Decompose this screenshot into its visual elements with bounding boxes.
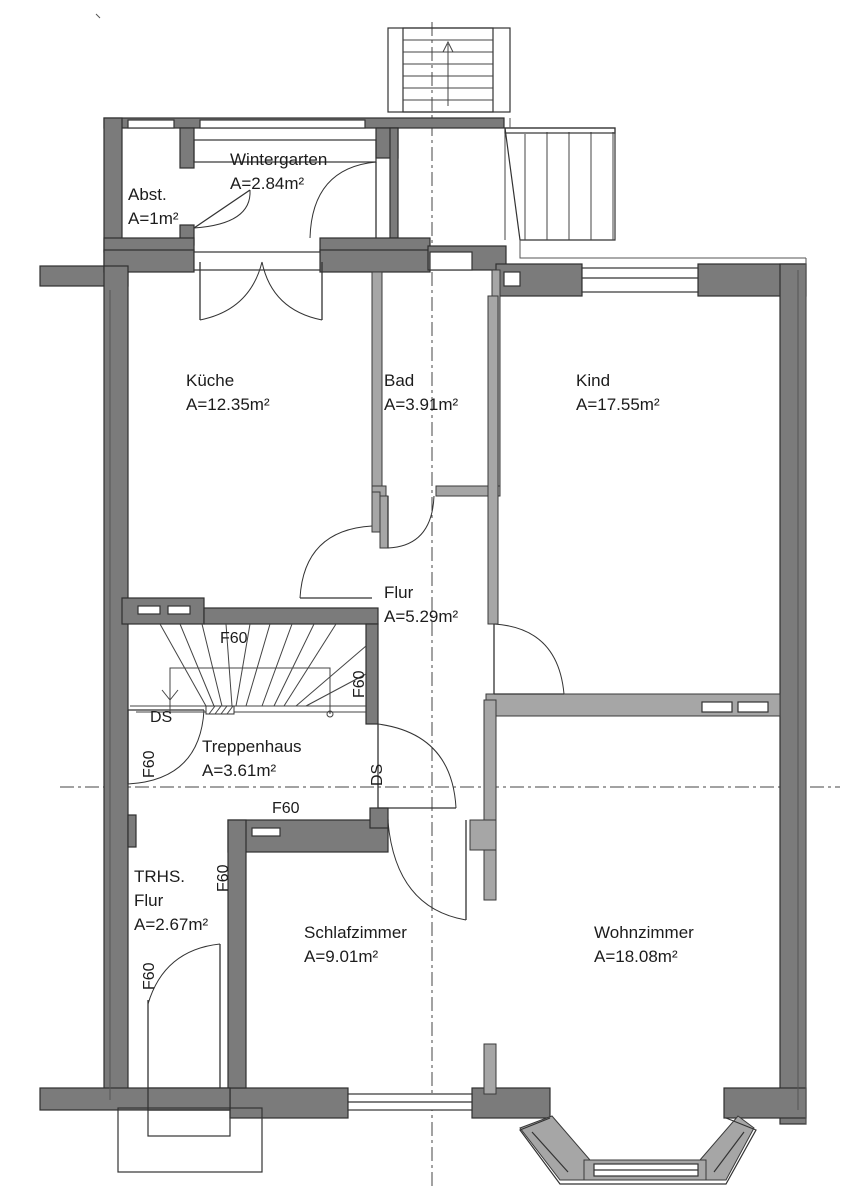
door-treppenhaus: [377, 723, 457, 809]
window-kind-bottom-2: [737, 701, 769, 713]
window-wintergarten: [199, 119, 366, 129]
label-bad: Bad: [384, 371, 414, 390]
door-treppenhaus-left: [127, 709, 205, 785]
entrance-porch: [117, 1107, 263, 1173]
door-trhs-entrance: [147, 943, 221, 1088]
area-flur: A=5.29m²: [384, 607, 459, 626]
area-kueche: A=12.35m²: [186, 395, 270, 414]
door-bad: [387, 495, 435, 549]
door-schlafzimmer: [387, 820, 467, 921]
f60-stair-right: F60: [351, 670, 368, 698]
window-abst: [127, 119, 175, 129]
door-abst: [193, 189, 251, 229]
label-treppenhaus: Treppenhaus: [202, 737, 302, 756]
schlafzimmer-vent: [251, 827, 281, 837]
door-wintergarten: [309, 161, 377, 239]
label-trhs: TRHS.: [134, 867, 185, 886]
area-trhs-flur: A=2.67m²: [134, 915, 209, 934]
terrace-outline: [519, 240, 806, 259]
bay-window: [519, 1115, 757, 1185]
wintergarten-bench: [193, 139, 377, 163]
f60-stair-top: F60: [220, 630, 248, 647]
label-trhs-flur: Flur: [134, 891, 164, 910]
window-bad: [429, 251, 473, 271]
area-kind: A=17.55m²: [576, 395, 660, 414]
f60-schlafzimmer-top: F60: [272, 800, 300, 817]
area-abst: A=1m²: [128, 209, 179, 228]
label-wohnzimmer: Wohnzimmer: [594, 923, 694, 942]
label-wintergarten: Wintergarten: [230, 150, 327, 169]
chimney: [503, 271, 521, 287]
area-bad: A=3.91m²: [384, 395, 459, 414]
label-kueche: Küche: [186, 371, 234, 390]
area-treppenhaus: A=3.61m²: [202, 761, 277, 780]
entrance-stair: [387, 27, 511, 113]
area-wohnzimmer: A=18.08m²: [594, 947, 678, 966]
f60-treppenhaus-left: F60: [141, 750, 158, 778]
f60-trhs-wall: F60: [215, 864, 232, 892]
f60-trhs-door: F60: [141, 962, 158, 990]
label-flur: Flur: [384, 583, 414, 602]
outer-walls: [39, 245, 807, 1125]
door-kind: [493, 623, 565, 695]
area-wintergarten: A=2.84m²: [230, 174, 305, 193]
label-schlafzimmer: Schlafzimmer: [304, 923, 407, 942]
window-kind: [581, 267, 699, 293]
window-kueche-bottom-1: [137, 605, 161, 615]
label-abst: Abst.: [128, 185, 167, 204]
kitchen-double-door: [193, 251, 323, 321]
door-kueche: [299, 525, 373, 599]
ds-treppenhaus-door: DS: [369, 764, 386, 786]
area-schlafzimmer: A=9.01m²: [304, 947, 379, 966]
window-kueche-bottom-2: [167, 605, 191, 615]
label-kind: Kind: [576, 371, 610, 390]
window-kind-bottom-1: [701, 701, 733, 713]
side-stair: [504, 127, 616, 241]
ds-stair: DS: [150, 709, 172, 726]
interior-staircase: [130, 623, 367, 718]
